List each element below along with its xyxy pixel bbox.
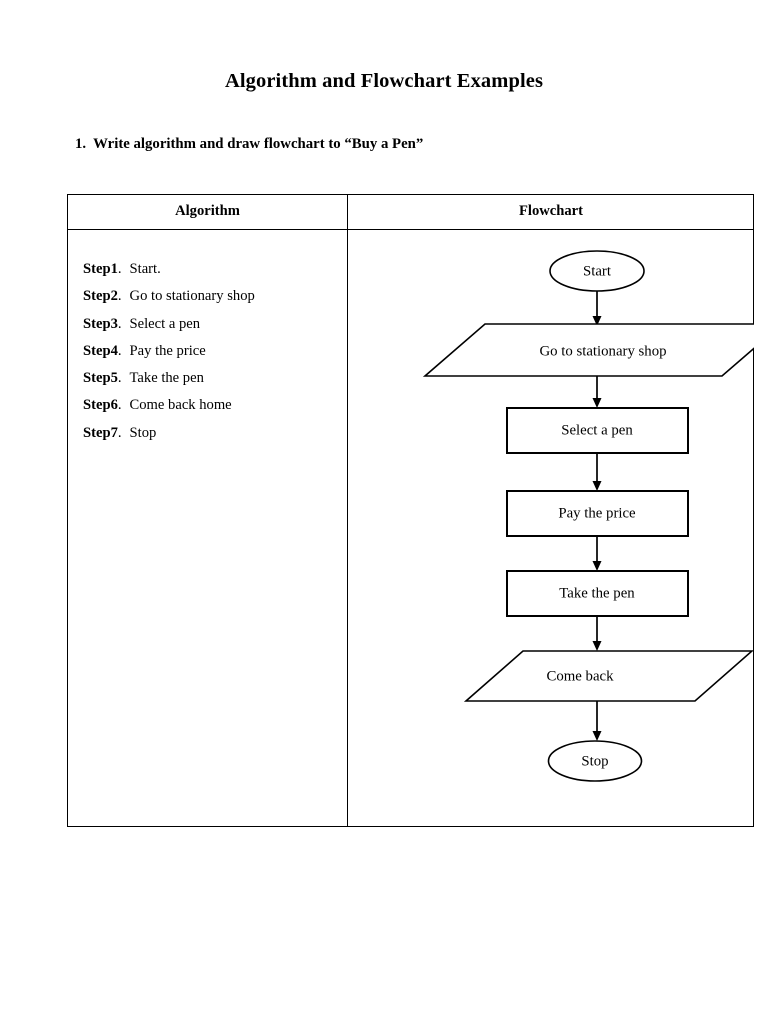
list-item: Step3. Select a pen <box>83 311 343 338</box>
flow-node-comeback: Come back <box>463 650 754 702</box>
flow-edge-start-to-goto-shop <box>592 291 602 326</box>
arrow-head-icon <box>592 481 602 491</box>
flow-node-label-start: Start <box>583 263 612 279</box>
column-header-flowchart: Flowchart <box>518 203 584 219</box>
step-dot: . <box>117 397 122 414</box>
step-text: Select a pen <box>129 315 201 332</box>
step-label: Step4 <box>83 342 118 359</box>
flow-node-stop: Stop <box>547 740 643 782</box>
step-text: Pay the price <box>129 342 206 359</box>
arrow-head-icon <box>592 316 602 326</box>
flow-node-take: Take the pen <box>506 570 689 617</box>
flow-node-goto-shop: Go to stationary shop <box>422 323 754 377</box>
flowchart-svg: Start Go to stationary shop <box>422 250 754 782</box>
question-number: 1. <box>75 136 87 152</box>
flow-edge-select-to-pay <box>592 453 602 491</box>
arrow-head-icon <box>592 731 602 741</box>
table-header-row: Algorithm Flowchart <box>68 195 753 230</box>
flow-node-label-select: Select a pen <box>561 422 633 438</box>
step-text: Stop <box>129 424 157 441</box>
flow-node-label-comeback: Come back <box>547 668 615 684</box>
step-label: Step6 <box>83 397 118 414</box>
step-label: Step5 <box>83 370 118 387</box>
list-item: Step7. Stop <box>83 420 343 447</box>
flow-node-label-goto-shop: Go to stationary shop <box>540 343 667 359</box>
list-item: Step1. Start. <box>83 256 343 283</box>
step-dot: . <box>117 370 122 387</box>
step-dot: . <box>117 315 122 332</box>
flow-node-select: Select a pen <box>506 407 689 454</box>
flowchart-diagram: Start Go to stationary shop <box>348 195 754 826</box>
step-dot: . <box>117 342 122 359</box>
arrow-head-icon <box>592 398 602 408</box>
step-text: Start. <box>129 261 161 277</box>
list-item: Step2. Go to stationary shop <box>83 283 343 310</box>
process-box-take <box>506 570 689 617</box>
flow-node-label-stop: Stop <box>581 753 608 769</box>
algorithm-steps-list: Step1. Start. Step2. Go to stationary shop… <box>83 256 343 447</box>
parallelogram-comeback <box>463 650 754 702</box>
parallelogram-goto-shop <box>422 323 754 377</box>
flow-node-label-pay: Pay the price <box>558 505 636 521</box>
flow-node-pay: Pay the price <box>506 490 689 537</box>
step-text: Take the pen <box>129 370 204 387</box>
flow-edge-goto-shop-to-select <box>592 376 602 408</box>
step-label: Step2 <box>83 288 118 305</box>
step-dot: . <box>117 424 122 441</box>
flow-node-start: Start <box>549 250 645 292</box>
step-text: Go to stationary shop <box>129 288 255 305</box>
step-label: Step3 <box>83 315 118 332</box>
question-line: 1. Write algorithm and draw flowchart to … <box>75 136 423 153</box>
process-box-pay <box>506 490 689 537</box>
step-label: Step7 <box>83 424 118 441</box>
list-item: Step5. Take the pen <box>83 365 343 392</box>
column-header-algorithm: Algorithm <box>175 203 240 219</box>
list-item: Step4. Pay the price <box>83 338 343 365</box>
step-dot: . <box>117 288 122 305</box>
flow-node-label-take: Take the pen <box>559 585 635 601</box>
arrow-head-icon <box>592 641 602 651</box>
question-text: Write algorithm and draw flowchart to “B… <box>93 136 424 152</box>
process-box-select <box>506 407 689 454</box>
list-item: Step6. Come back home <box>83 392 343 419</box>
step-text: Come back home <box>129 397 232 414</box>
terminator-ellipse-stop <box>547 740 643 782</box>
arrow-head-icon <box>592 561 602 571</box>
flow-edge-take-to-comeback <box>592 616 602 651</box>
table-column-divider <box>347 195 349 826</box>
flow-edge-comeback-to-stop <box>592 701 602 741</box>
step-label: Step1 <box>83 261 118 277</box>
page-title: Algorithm and Flowchart Examples <box>224 70 544 92</box>
step-dot: . <box>117 261 122 277</box>
algorithm-flowchart-table: Algorithm Flowchart Step1. Start. Step2. G… <box>67 194 754 827</box>
flow-edge-pay-to-take <box>592 536 602 571</box>
